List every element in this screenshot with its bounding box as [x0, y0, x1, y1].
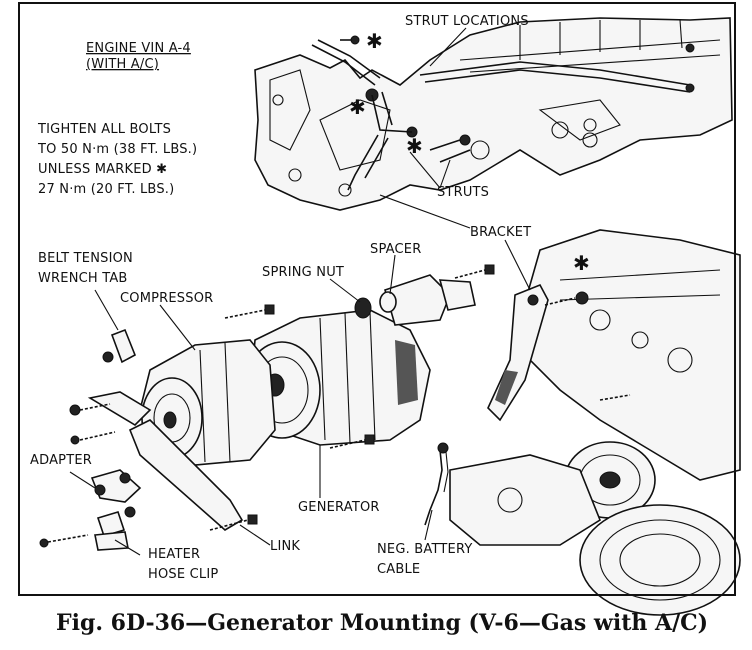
- generator-bracket: [487, 283, 549, 422]
- torque-markers: ✱ ✱ ✱ ✱: [349, 29, 590, 275]
- upper-engine-illustration: [254, 17, 733, 211]
- label-wrench-tab: WRENCH TAB: [38, 271, 128, 286]
- label-struts: STRUTS: [437, 185, 489, 200]
- label-link: LINK: [270, 539, 300, 554]
- label-heater: HEATER: [148, 547, 200, 562]
- label-strut-locations: STRUT LOCATIONS: [405, 14, 529, 29]
- engine-note: ENGINE VIN A-4 (WITH A/C): [86, 41, 191, 72]
- label-cable: CABLE: [377, 562, 420, 577]
- torque-note-line-3: UNLESS MARKED ✱: [38, 162, 167, 177]
- marker-asterisk: ✱: [406, 134, 423, 158]
- engine-vin-label: ENGINE VIN A-4: [86, 41, 191, 56]
- label-generator: GENERATOR: [298, 500, 380, 515]
- lower-engine-illustration: [449, 229, 741, 616]
- marker-asterisk: ✱: [366, 29, 383, 53]
- figure-caption: Fig. 6D-36—Generator Mounting (V-6—Gas w…: [56, 610, 708, 636]
- spacer-mount-assembly: [354, 274, 476, 326]
- bolts: [39, 264, 631, 548]
- torque-note-line-1: TIGHTEN ALL BOLTS: [37, 122, 171, 137]
- label-compressor: COMPRESSOR: [120, 291, 213, 306]
- label-adapter: ADAPTER: [30, 453, 92, 468]
- label-hose-clip: HOSE CLIP: [148, 567, 218, 582]
- torque-note-line-4: 27 N·m (20 FT. LBS.): [38, 182, 174, 197]
- label-belt-tension: BELT TENSION: [38, 251, 133, 266]
- label-bracket: BRACKET: [470, 225, 531, 240]
- wrench-tab-bracket: [102, 328, 137, 364]
- torque-note-line-2: TO 50 N·m (38 FT. LBS.): [37, 142, 197, 157]
- battery-cable: [424, 442, 449, 526]
- adapter-link-assembly: [87, 391, 244, 551]
- marker-asterisk: ✱: [349, 95, 366, 119]
- callout-labels: STRUT LOCATIONS STRUTS BRACKET SPACER SP…: [30, 14, 531, 582]
- leader-lines: [69, 27, 531, 556]
- label-neg-battery: NEG. BATTERY: [377, 542, 473, 557]
- label-spacer: SPACER: [370, 242, 421, 257]
- label-spring-nut: SPRING NUT: [262, 265, 344, 280]
- marker-asterisk: ✱: [573, 251, 590, 275]
- torque-note: TIGHTEN ALL BOLTS TO 50 N·m (38 FT. LBS.…: [37, 122, 197, 197]
- diagram-frame: [18, 2, 736, 596]
- with-ac-label: (WITH A/C): [86, 57, 159, 72]
